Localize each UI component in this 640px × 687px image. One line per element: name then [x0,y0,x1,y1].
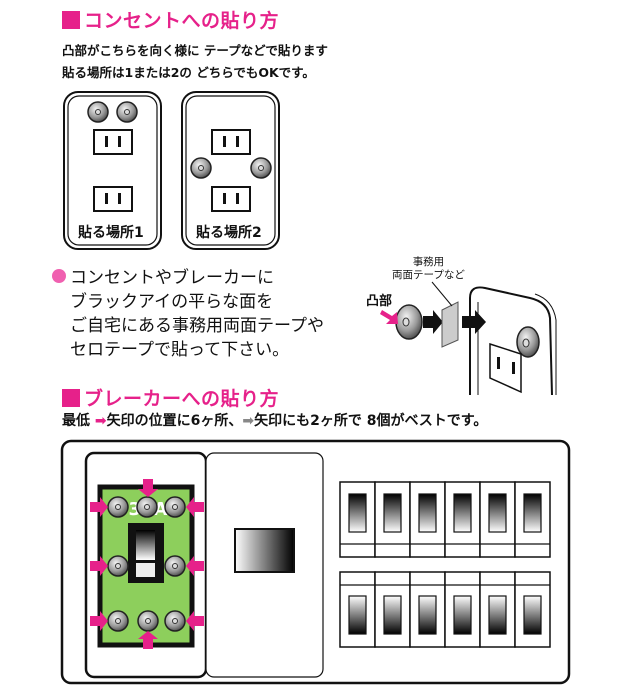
section2-note: 最低 ➡矢印の位置に6ヶ所、➡矢印にも2ヶ所で 8個がベストです。 [62,413,488,429]
breaker-switch [453,493,472,533]
breaker-switch [418,595,437,635]
breaker-switch [383,493,402,533]
outlet-socket [93,129,133,155]
section1-line2: 貼る場所は1または2の どちらでもOKです。 [62,65,315,80]
pink-arrow-icon [380,310,398,324]
outlet-panel-1 [63,91,162,250]
black-eye-icon [116,101,138,123]
right-arrow-icon [423,310,443,334]
square-bullet-icon [62,11,80,29]
outlet-panel-2 [181,91,280,250]
breaker-switch [488,493,507,533]
section2-title: ブレーカーへの貼り方 [62,384,279,411]
breaker-switch [453,595,472,635]
instruction-text: コンセントやブレーカーに ブラックアイの平らな面を ご自宅にある事務用両面テープ… [52,266,324,362]
bullet-dot-icon [52,269,66,283]
convex-label: 凸部 [366,294,393,309]
breaker-switch [488,595,507,635]
branch-breakers [339,481,551,648]
breaker-switch [523,595,542,635]
breaker-switch [348,595,367,635]
gray-arrow-icon: ➡ [242,413,255,429]
outlet-socket [211,186,251,212]
outlet-socket [211,129,251,155]
section1-title: コンセントへの貼り方 [62,6,279,33]
black-eye-icon [87,101,109,123]
black-eye-icon [250,157,272,179]
breaker-switch [383,595,402,635]
right-arrow-icon [462,310,486,334]
outlet-socket [93,186,133,212]
panel2-label: 貼る場所2 [196,222,262,242]
panel1-label: 貼る場所1 [78,225,144,241]
section1-line1: 凸部がこちらを向く様に テープなどで貼ります [62,43,328,58]
breaker-switch [523,493,542,533]
square-bullet-icon [62,389,80,407]
tape-label: 事務用 両面テープなど [392,256,465,281]
black-eye-icon [190,157,212,179]
installation-illustration [380,281,557,396]
pink-arrow-icon: ➡ [94,413,107,429]
breaker-switch [348,493,367,533]
breaker-switch [418,493,437,533]
